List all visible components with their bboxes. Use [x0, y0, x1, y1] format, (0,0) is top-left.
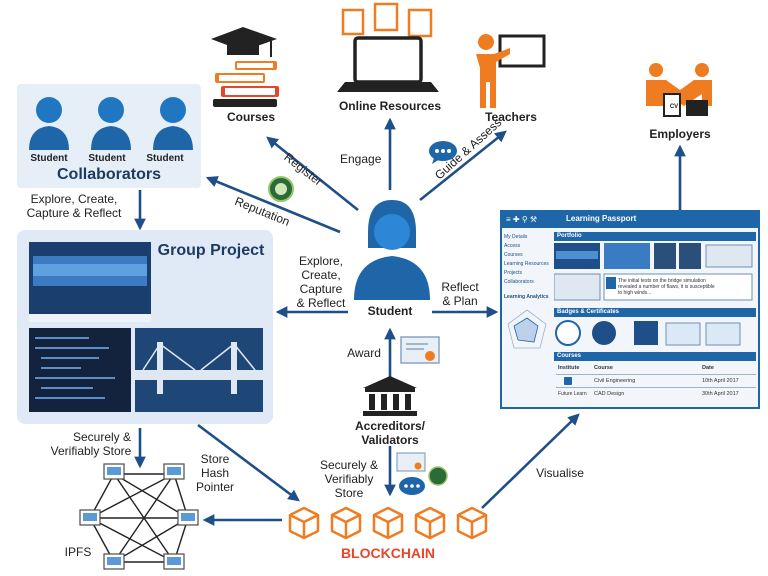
award-label: Award	[347, 346, 381, 360]
passport-title-bar	[502, 212, 758, 228]
student-icon	[354, 200, 430, 300]
portfolio-note-line1: The initial tests on the bridge simulati…	[618, 278, 706, 284]
col-institute: Institute	[558, 365, 580, 371]
store-hash-line1: Store	[200, 452, 230, 466]
row-institute: Future Learn	[558, 391, 587, 397]
ipfs-label: IPFS	[64, 545, 92, 559]
row-course: CAD Design	[594, 391, 625, 397]
explore-left-line2: Capture & Reflect	[26, 206, 122, 220]
online-resources-label: Online Resources	[338, 99, 442, 113]
passport-nav-item[interactable]: Learning Resources	[504, 261, 549, 267]
badges-header: Badges & Certificates	[554, 308, 756, 317]
portfolio-note-line2: revealed a number of flaws, it is suscep…	[618, 284, 715, 290]
secure-mid-line2: Verifiably	[324, 472, 374, 486]
passport-title: Learning Passport	[566, 214, 637, 223]
passport-analytics-label[interactable]: Learning Analytics	[504, 294, 549, 300]
group-project-title: Group Project	[157, 242, 265, 259]
group-project-panel: Group Project	[17, 230, 273, 424]
badge-icons[interactable]	[554, 319, 756, 349]
portfolio-thumbnails[interactable]	[554, 243, 756, 303]
table-divider	[556, 387, 756, 388]
blockchain-blocks	[288, 506, 488, 540]
secure-left-line1: Securely &	[72, 430, 132, 444]
teachers-label: Teachers	[485, 110, 537, 124]
engage-label: Engage	[340, 152, 382, 166]
store-hash-line3: Pointer	[195, 480, 235, 494]
collaborator-student-label: Student	[146, 153, 184, 164]
institute-shield-icon	[564, 377, 572, 385]
bridge-model-image	[135, 328, 263, 412]
explore-mid-line1: Explore,	[298, 254, 344, 268]
secure-mid-line1: Securely &	[319, 458, 379, 472]
employers-icon	[646, 63, 712, 117]
store-hash-line2: Hash	[200, 466, 229, 480]
collaborator-student-label: Student	[88, 153, 126, 164]
secure-mid-line3: Store	[334, 486, 364, 500]
passport-nav-item[interactable]: Access	[504, 243, 521, 249]
cv-label: CV	[669, 104, 679, 110]
institution-building-icon	[363, 376, 417, 416]
reflect-plan-line1: Reflect	[441, 280, 479, 294]
ipfs-network-diagram	[79, 463, 199, 570]
secure-left-line2: Verifiably Store	[50, 444, 132, 458]
courses-header: Courses	[554, 352, 756, 361]
certified-educator-badge-icon	[268, 176, 294, 202]
row-date: 30th April 2017	[702, 391, 739, 397]
online-resources-icon	[337, 2, 439, 92]
col-course: Course	[594, 365, 613, 371]
code-screenshot-image	[29, 328, 131, 412]
blockchain-label: BLOCKCHAIN	[340, 545, 436, 561]
courses-icon	[211, 27, 279, 107]
portfolio-note-line3: to high winds...	[618, 290, 652, 296]
analytics-radar-chart	[507, 309, 547, 349]
employers-label: Employers	[649, 127, 711, 141]
chat-bubble-icon	[429, 141, 457, 164]
row-date: 10th April 2017	[702, 378, 739, 384]
portfolio-header: Portfolio	[554, 232, 756, 241]
simulation-plot-image	[29, 242, 151, 322]
passport-nav-item[interactable]: Projects	[504, 270, 523, 276]
certificate-icon	[400, 336, 440, 364]
col-date: Date	[702, 365, 714, 371]
explore-left-line1: Explore, Create,	[30, 192, 118, 206]
collaborators-avatars	[29, 97, 193, 150]
stored-credentials-icons	[396, 452, 448, 495]
collaborator-student-label: Student	[30, 153, 68, 164]
teacher-icon	[476, 34, 546, 108]
collaborators-title: Collaborators	[56, 166, 161, 183]
explore-mid-line3: Capture	[299, 282, 343, 296]
passport-toolbar-icons[interactable]: ≡ ✚ ⚲ ⚒	[506, 215, 538, 224]
learning-passport-window: ≡ ✚ ⚲ ⚒ Learning Passport My Details Acc…	[500, 210, 760, 409]
explore-mid-line4: & Reflect	[296, 296, 346, 310]
passport-nav-item[interactable]: My Details	[504, 234, 528, 240]
table-divider	[556, 374, 756, 375]
passport-nav-item[interactable]: Collaborators	[504, 279, 534, 285]
reflect-plan-line2: & Plan	[442, 294, 478, 308]
row-course: Civil Engineering	[594, 378, 636, 384]
accreditors-label-line1: Accreditors/	[354, 419, 426, 433]
student-label: Student	[367, 304, 413, 318]
visualise-label: Visualise	[536, 466, 584, 480]
collaborators-panel: Student Student Student Collaborators	[17, 84, 201, 188]
accreditors-label-line2: Validators	[361, 433, 419, 447]
passport-nav-item[interactable]: Courses	[504, 252, 523, 258]
courses-label: Courses	[226, 110, 276, 124]
explore-mid-line2: Create,	[301, 268, 341, 282]
